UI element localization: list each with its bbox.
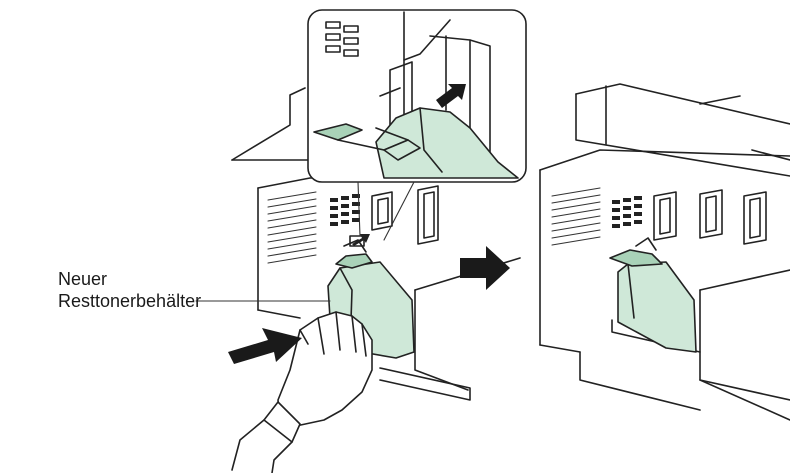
hand — [231, 311, 373, 473]
vent-slats-right — [551, 187, 601, 246]
inset-connector — [357, 181, 415, 241]
callout-label-line2: Resttonerbehälter — [58, 291, 202, 311]
detail-inset — [307, 9, 527, 183]
toner-slots-left — [371, 185, 439, 245]
callout-label: Neuer Resttonerbehälter — [58, 268, 201, 312]
waste-toner-container-installed — [609, 237, 697, 353]
printer-right-base — [579, 351, 701, 411]
toner-slots-right — [653, 189, 767, 245]
insert-arrow-small — [352, 234, 370, 246]
printer-right — [539, 83, 790, 421]
callout-label-line1: Neuer — [58, 269, 108, 289]
step-arrow — [460, 246, 510, 290]
grille-left — [330, 194, 360, 226]
vent-slats-left — [267, 191, 317, 264]
push-arrow — [228, 328, 302, 364]
grille-right — [612, 196, 642, 228]
